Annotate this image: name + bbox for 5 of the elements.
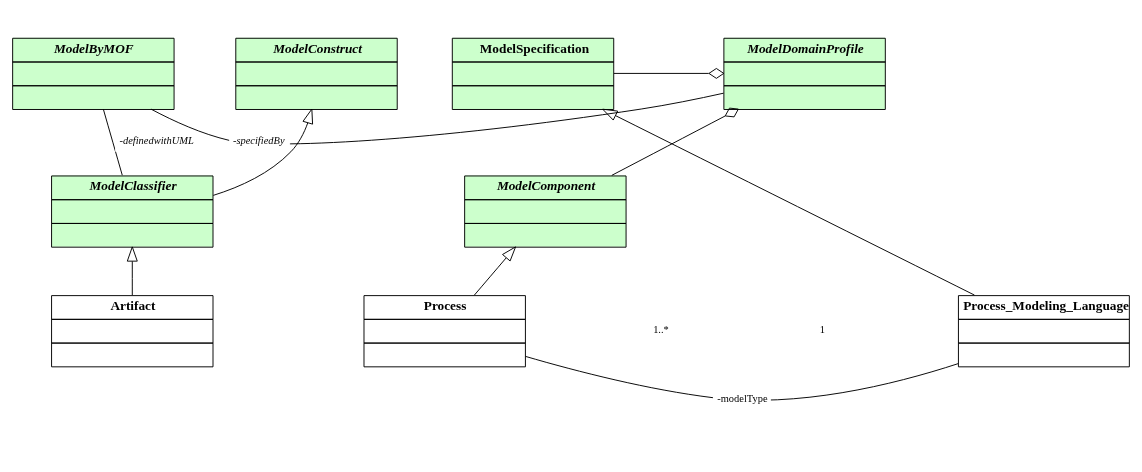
label: 1..* — [653, 323, 669, 335]
edge-label: -modelType — [717, 392, 768, 404]
edge-label: -specifiedBy — [232, 134, 285, 146]
label: 1 — [819, 323, 826, 335]
edge-label: -definedwithUML — [119, 134, 194, 146]
